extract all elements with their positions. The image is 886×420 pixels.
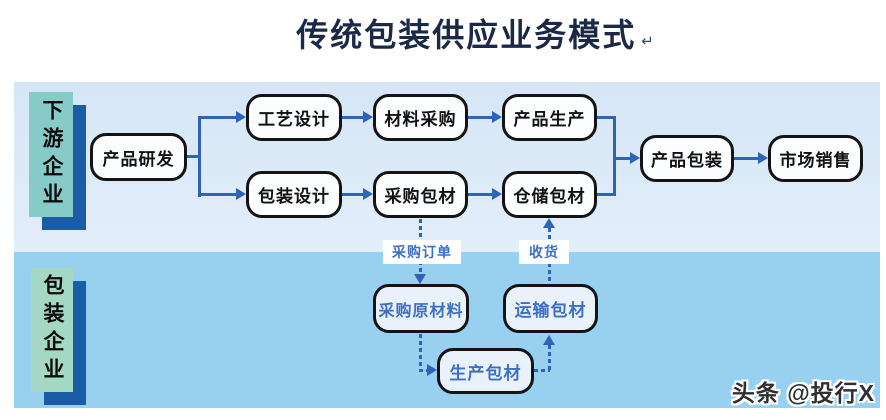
arrowhead-to-warehouse-from-transport-icon [543,218,555,228]
edge-label-purchase-order: 采购订单 [383,240,461,264]
node-warehouse-packaging: 仓储包材 [502,171,597,218]
connector-production-out-line [596,116,616,119]
node-process-design: 工艺设计 [246,94,342,141]
watermark: 头条 @投行X [731,380,875,406]
connector-warehouse-out-line [596,193,616,196]
node-product-rd: 产品研发 [90,133,187,181]
arrowhead-to-product-packaging-icon [630,152,640,164]
page-title-text: 传统包装供应业务模式 [296,17,637,53]
connector-rd-split-line [198,116,201,197]
arrowhead-to-product-production-icon [492,111,502,123]
node-market-sales: 市场销售 [768,135,863,182]
node-purchase-packaging: 采购包材 [373,171,468,218]
node-purchase-raw-materials: 采购原材料 [373,284,469,333]
dashed-raw-to-produce-vline [419,334,422,371]
paragraph-mark: ↵ [641,33,654,50]
connector-merge-line [613,116,616,196]
connector-rd-to-packdesign-line [198,193,237,196]
lane-label-packaging-text: 包装企业 [41,274,64,386]
arrowhead-to-produce-packaging-icon [427,364,437,376]
lane-label-downstream: 下游企业 [29,92,73,217]
arrowhead-to-packaging-design-icon [236,188,246,200]
lane-label-downstream-text: 下游企业 [40,98,63,211]
node-product-packaging: 产品包装 [640,135,734,182]
dashed-produce-to-transport-hline [534,369,550,372]
arrowhead-to-purchase-raw-materials-icon [414,274,426,284]
node-product-production: 产品生产 [502,94,597,141]
node-transport-packaging: 运输包材 [503,284,598,333]
connector-packaging-to-sales-line [732,157,759,160]
arrowhead-to-warehouse-packaging-icon [492,188,502,200]
arrowhead-to-material-procurement-icon [363,111,373,123]
connector-purchase-to-warehouse-line [467,193,493,196]
arrowhead-to-process-design-icon [236,111,246,123]
arrowhead-to-purchase-packaging-icon [363,188,373,200]
connector-packdesign-to-purchase-line [342,193,364,196]
connector-rd-to-process-line [198,116,237,119]
connector-material-to-production-line [467,116,493,119]
connector-merge-to-packaging-line [613,157,631,160]
node-packaging-design: 包装设计 [246,171,342,218]
edge-label-receive-goods: 收货 [519,240,569,264]
dashed-raw-to-produce-hline [419,369,428,372]
node-material-procurement: 材料采购 [373,94,468,141]
connector-process-to-material-line [342,116,364,119]
dashed-produce-to-transport-vline [548,345,551,372]
arrowhead-to-transport-packaging-icon [543,335,555,345]
lane-label-packaging: 包装企业 [31,268,73,392]
node-produce-packaging: 生产包材 [437,348,534,394]
connector-rd-stub-line [185,155,200,158]
page-title: 传统包装供应业务模式↵ [64,12,886,58]
arrowhead-to-market-sales-icon [758,152,768,164]
